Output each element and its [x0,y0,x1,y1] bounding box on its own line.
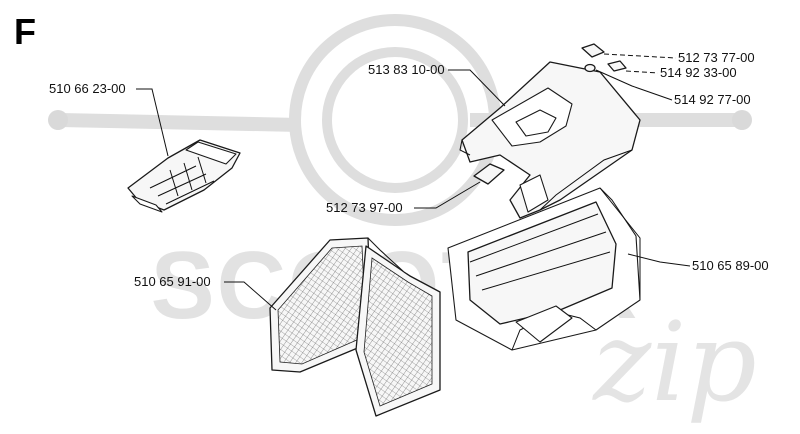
part-number-label: 510 66 23-00 [49,81,126,96]
callout-pad: 512 73 97-00 [326,181,481,215]
callout-grass-deflector: 510 66 23-00 [49,81,169,157]
frame-part [447,187,641,351]
part-number-label: 512 73 77-00 [678,50,755,65]
callout-lid: 513 83 10-00 [368,62,506,107]
callout-screw: 514 92 77-00 [595,69,751,107]
part-number-label: 512 73 97-00 [326,200,403,215]
part-number-label: 510 65 89-00 [692,258,769,273]
part-number-label: 514 92 77-00 [674,92,751,107]
callout-washer: 514 92 33-00 [625,65,737,80]
grass-deflector-part [127,139,241,213]
washer-part [607,60,627,72]
section-letter: F [14,11,36,52]
part-number-label: 510 65 91-00 [134,274,211,289]
callout-latch: 512 73 77-00 [603,50,755,65]
part-number-label: 513 83 10-00 [368,62,445,77]
screw-part [584,63,596,73]
callout-mesh-bag: 510 65 91-00 [134,274,277,311]
mesh-bag-part [269,237,441,417]
part-number-label: 514 92 33-00 [660,65,737,80]
callout-frame: 510 65 89-00 [627,253,769,273]
lid-part [459,61,641,219]
watermark-script: zip [591,298,757,426]
latch-part [581,43,605,58]
pad-part [473,163,505,185]
